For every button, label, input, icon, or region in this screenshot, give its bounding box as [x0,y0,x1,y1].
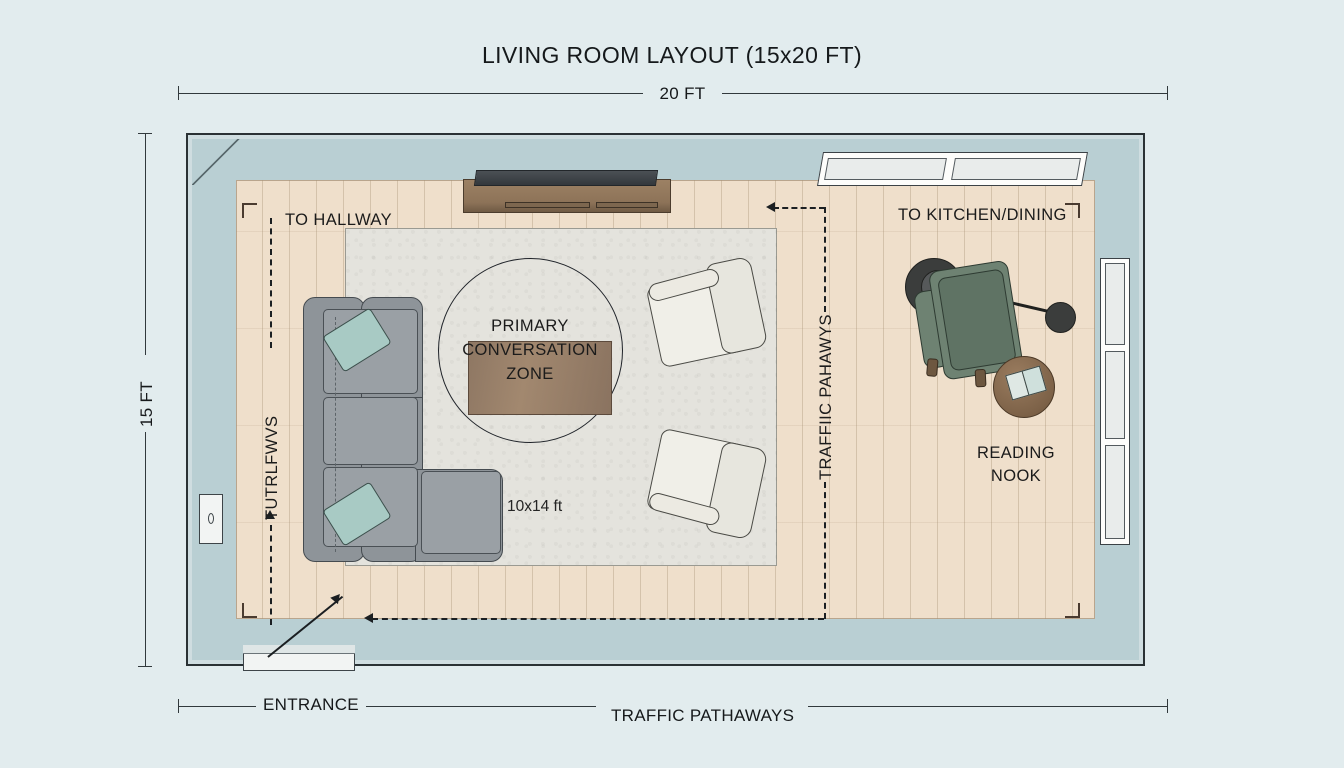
rug-size-label: 10x14 ft [507,498,563,515]
left-wall-door [199,494,223,544]
conversation-zone-label-2: CONVERSATION [462,341,598,359]
corner-bracket-tl [242,203,257,218]
entrance-swing-arrow [267,590,344,658]
corner-bracket-tr [1065,203,1080,218]
traffic-path-left-upper [270,218,272,348]
conversation-zone-label-3: ZONE [506,365,554,383]
console-drawer-left [505,202,590,208]
window-top [817,152,1088,186]
traffic-label-left: TUTRLFWVS [263,415,281,520]
entrance-door [243,645,355,671]
sofa-cushion-chaise [421,471,501,554]
traffic-path-mid-top-h [773,207,825,209]
traffic-path-mid-upper [824,207,826,312]
reading-nook-label-2: NOOK [990,467,1042,485]
traffic-path-mid-lower [824,482,826,619]
conversation-zone-label-1: PRIMARY [491,317,569,335]
traffic-arrow-bottom-left [364,613,373,623]
traffic-arrow-mid-left [766,202,775,212]
callout-to-kitchen: TO KITCHEN/DINING [898,206,1067,224]
dimension-height-label: 15 FT [137,381,156,427]
traffic-arrow-left-up [265,510,275,519]
wall-corner-bevel [192,139,240,185]
callout-traffic-bottom: TRAFFIC PATHAWAYS [611,706,795,725]
sofa-cushion-2 [323,397,418,465]
callout-entrance: ENTRANCE [263,695,359,714]
page-title: LIVING ROOM LAYOUT (15x20 FT) [481,42,863,68]
traffic-path-left-lower [270,525,272,625]
traffic-path-bottom-h [372,618,824,620]
sectional-sofa [303,297,503,562]
window-right [1100,258,1130,545]
traffic-label-mid: TRAFFIIC PAHAWYS [817,314,835,480]
callout-to-hallway: TO HALLWAY [285,211,392,229]
dimension-width-label: 20 FT [659,84,706,103]
conversation-zone-circle [438,258,623,443]
console-drawer-right [596,202,658,208]
reading-nook-label-1: READING [977,444,1055,462]
corner-bracket-bl [242,603,257,618]
floor-lamp-foot [1045,302,1076,333]
television [473,170,659,186]
corner-bracket-br [1065,603,1080,618]
coffee-table [468,341,612,415]
